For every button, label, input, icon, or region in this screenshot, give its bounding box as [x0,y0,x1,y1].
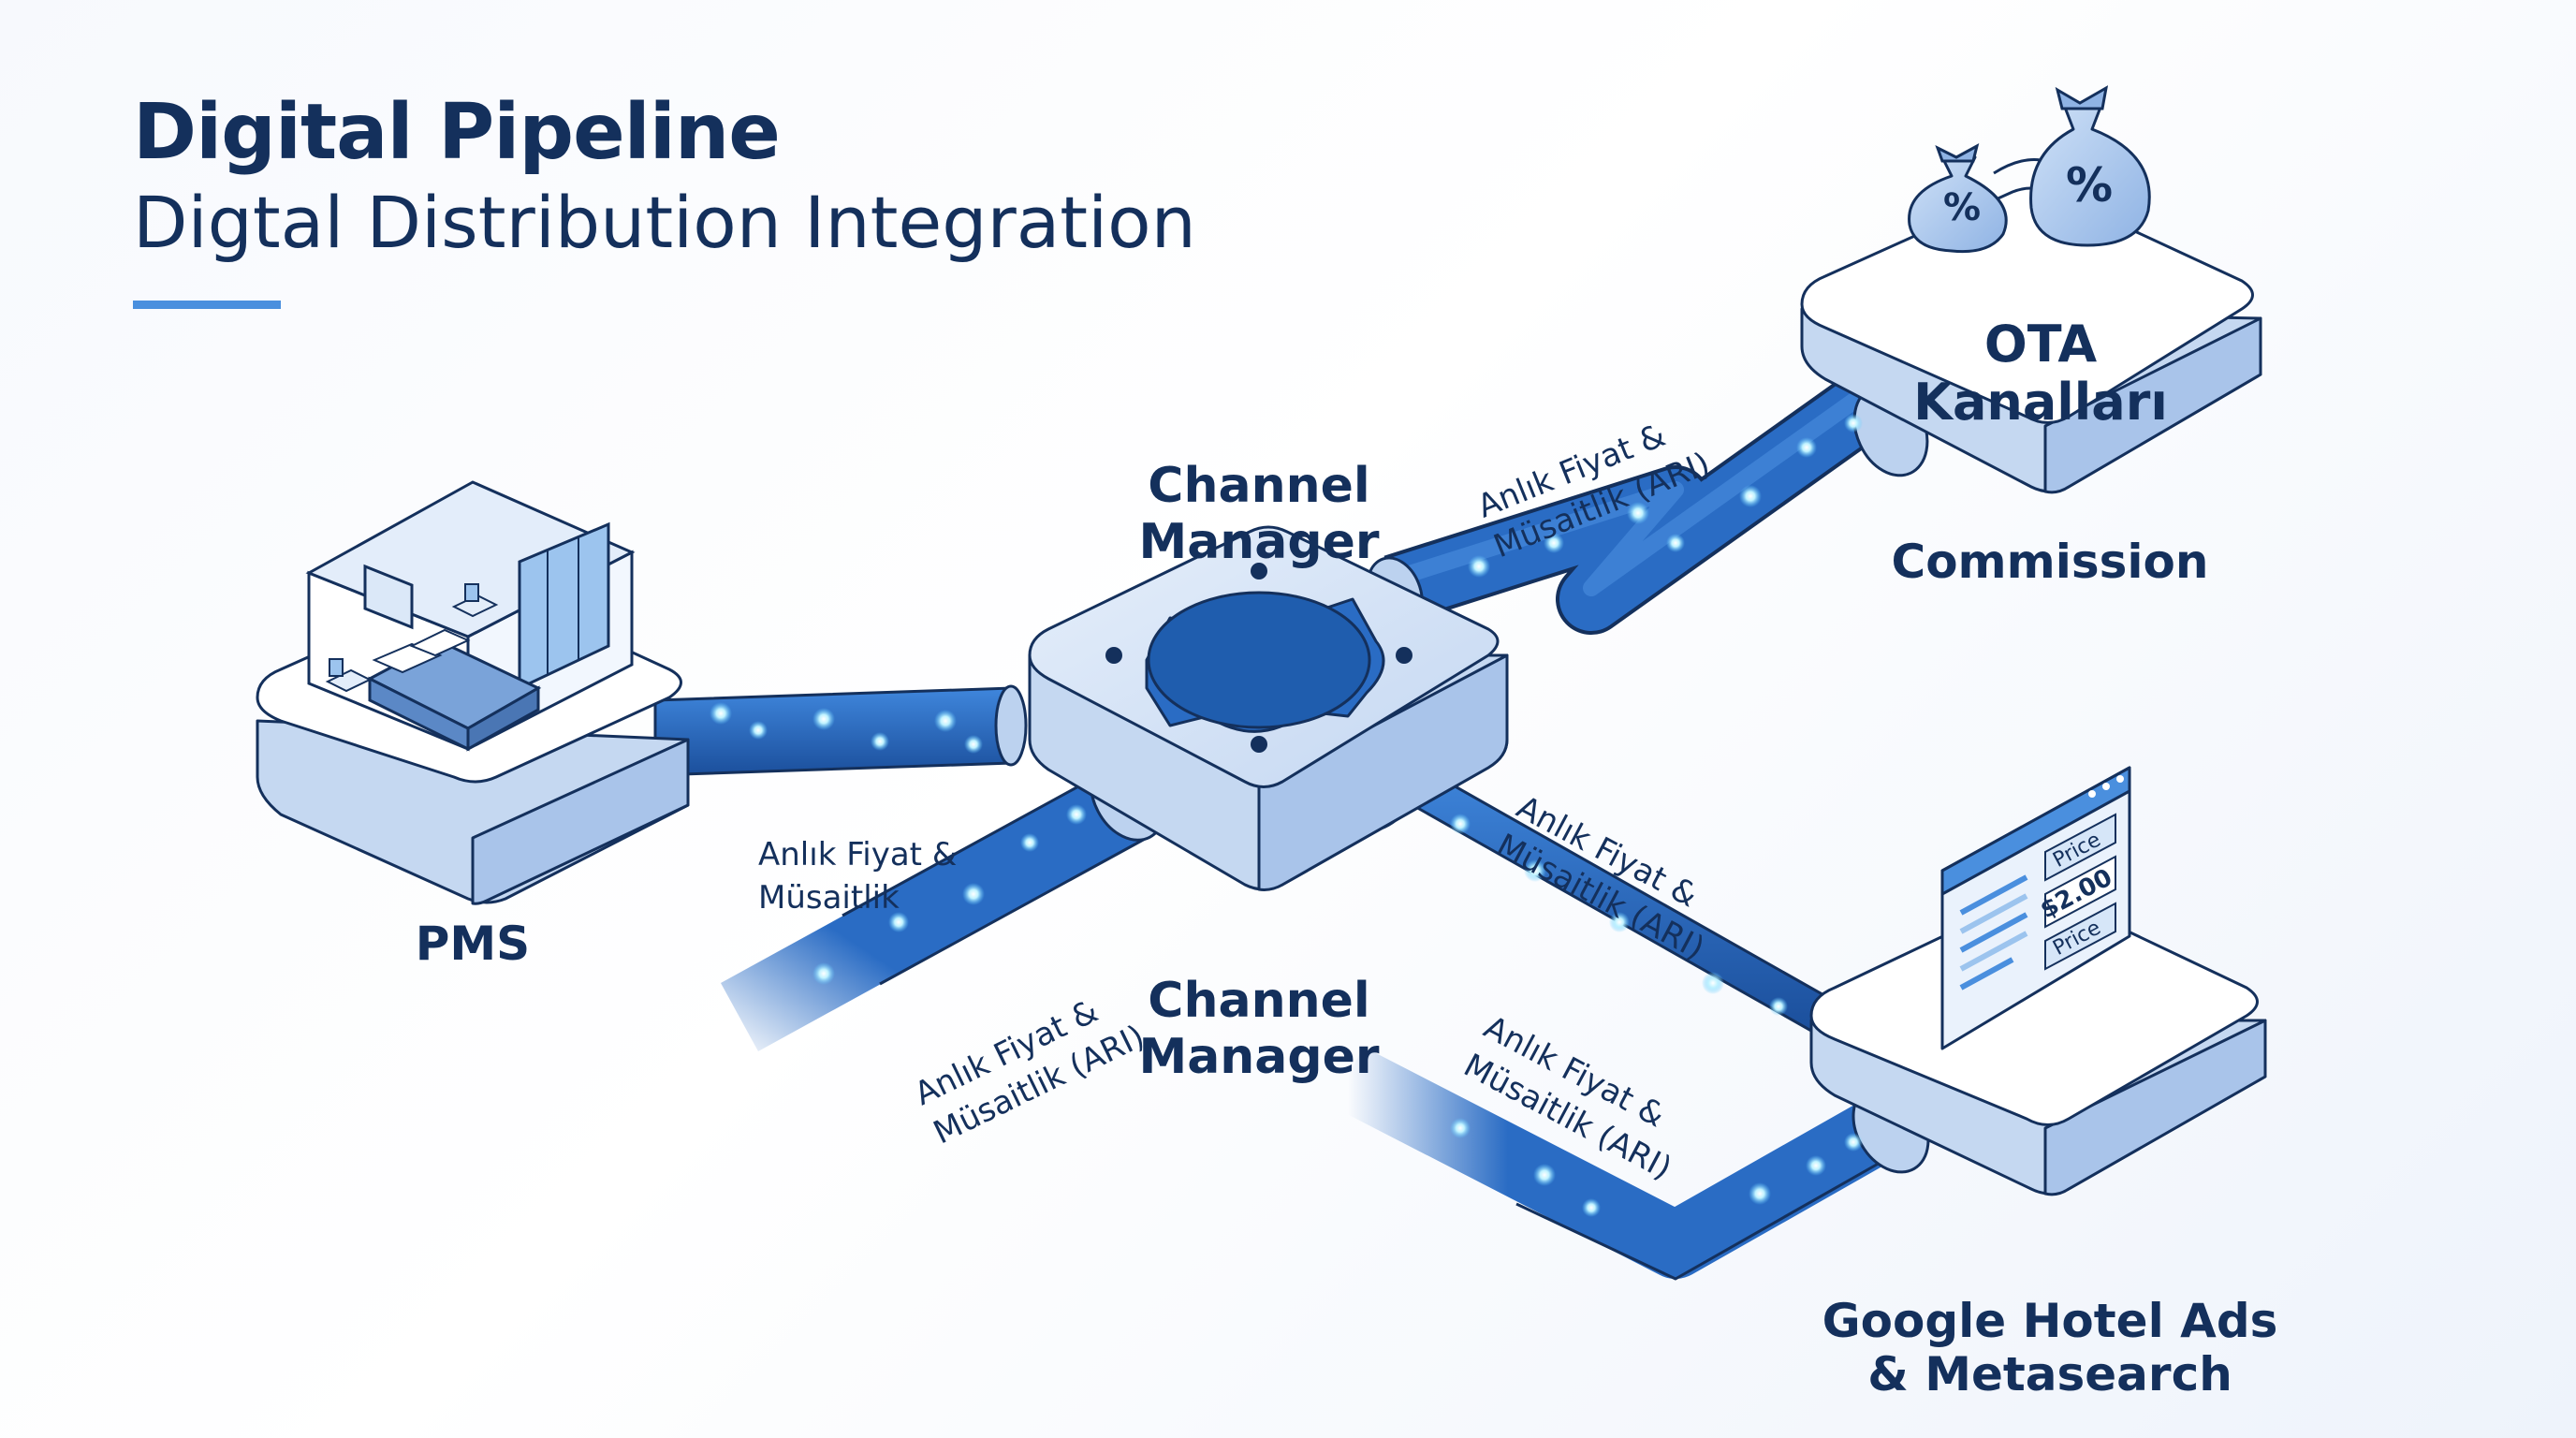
commission-label: Commission [1891,535,2209,589]
pipe-hub-to-ota [1366,374,1929,635]
channel-manager-label-bottom-text: Channel Manager [1138,972,1380,1085]
flow-label-pms-to-cm-text: Anlık Fiyat & Müsaitlik [758,835,958,917]
ota-platform: % % [1800,85,2262,494]
google-label-text: Google Hotel Ads & Metasearch [1822,1293,2278,1401]
ota-label: OTA Kanalları [1900,257,2181,432]
flow-label-pms-to-cm: Anlık Fiyat & Müsaitlik [758,791,957,920]
percent-symbol-small: % [1943,186,1981,229]
commission-bags-icon: % % [1908,85,2151,254]
hotel-room-icon [305,480,636,752]
title-block: Digital Pipeline Digtal Distribution Int… [133,90,1196,309]
channel-manager-hub [1028,525,1509,891]
pms-label: PMS [415,917,531,971]
title-underline [133,300,281,309]
channel-manager-label-top: Channel Manager [1119,403,1399,570]
percent-symbol-large: % [2066,158,2113,213]
page-title: Digital Pipeline [133,88,781,177]
ota-label-text: OTA Kanalları [1913,315,2168,433]
google-label: Google Hotel Ads & Metasearch [1816,1240,2284,1402]
price-window-icon: Price $2.00 Price [1940,766,2131,1050]
channel-manager-label-top-text: Channel Manager [1138,457,1380,570]
pms-platform [256,480,690,905]
google-platform: Price $2.00 Price [1809,766,2267,1196]
page-subtitle: Digtal Distribution Integration [133,180,1196,264]
channel-manager-label-bottom: Channel Manager [1119,917,1399,1085]
pipe-pms-to-hub [653,684,1028,777]
data-packets [710,414,1863,1217]
